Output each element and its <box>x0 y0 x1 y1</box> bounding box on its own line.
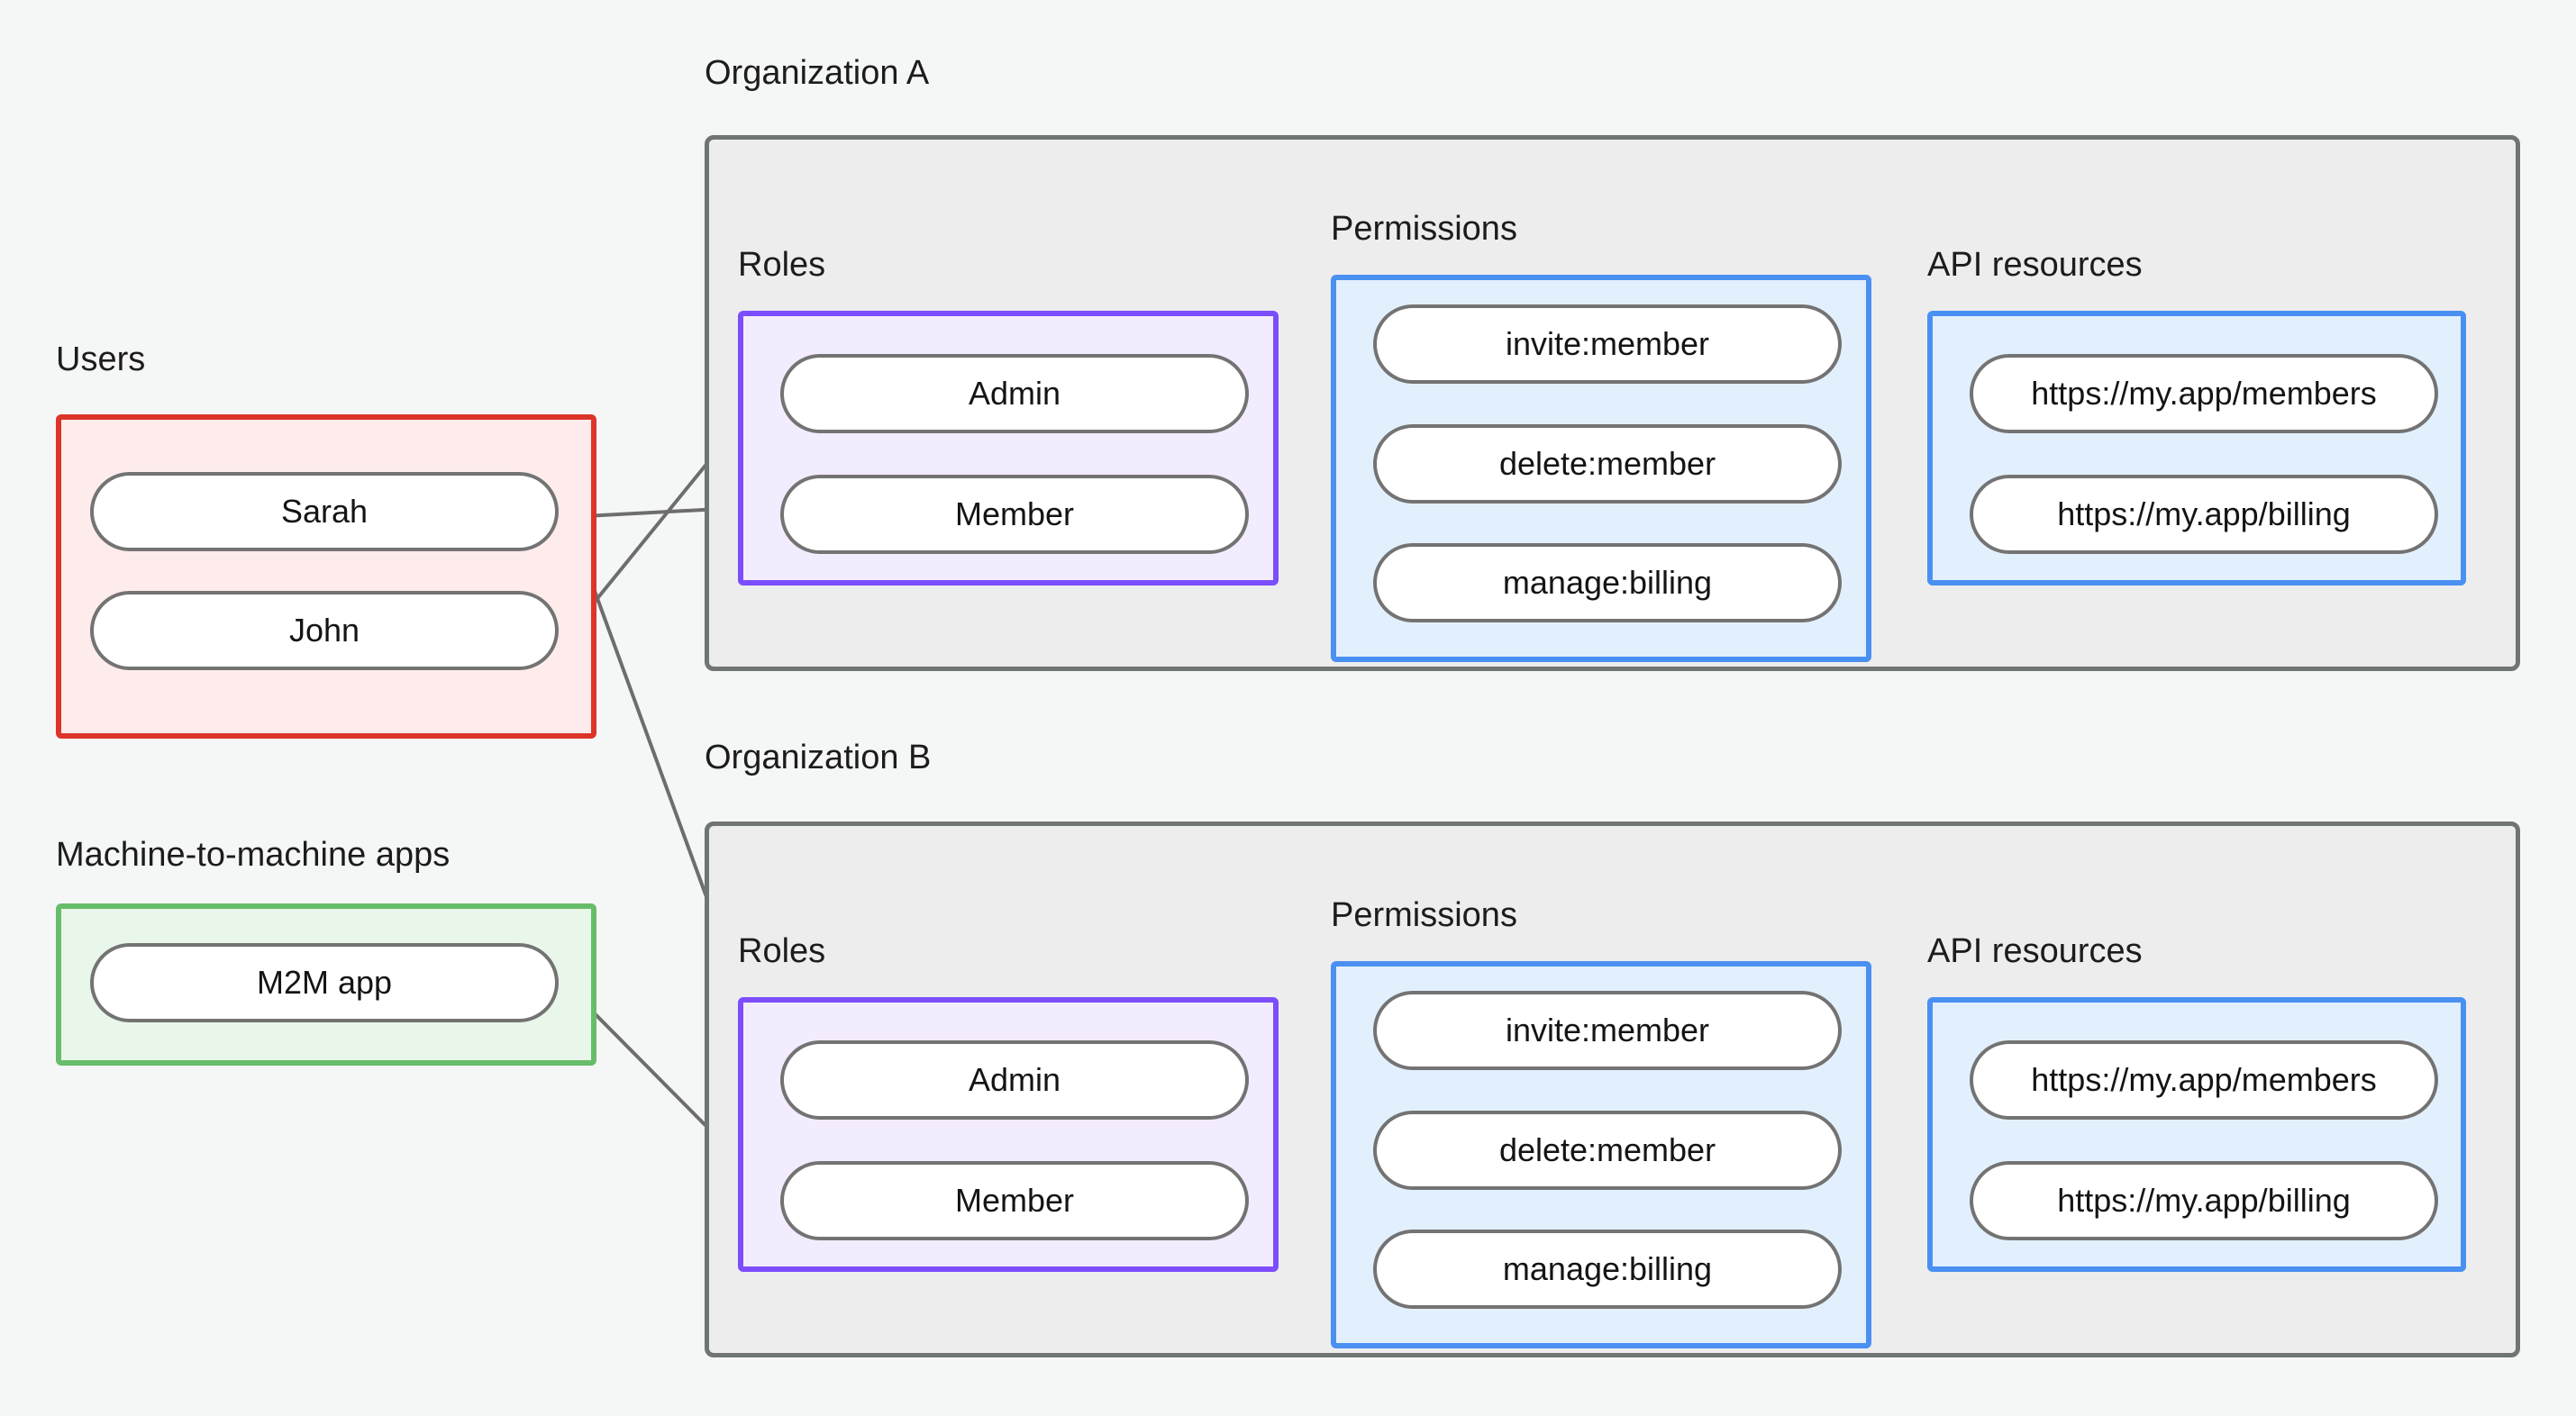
orgB-permissions-caption: Permissions <box>1331 896 1517 934</box>
users-group[interactable]: Sarah John <box>56 414 596 739</box>
orgA-api-resources-group[interactable]: https://my.app/members https://my.app/bi… <box>1927 311 2466 585</box>
orgB-roles-caption: Roles <box>738 932 826 970</box>
orgA-role-pill-admin[interactable]: Admin <box>780 354 1249 433</box>
orgA-permissions-group[interactable]: invite:member delete:member manage:billi… <box>1331 275 1871 662</box>
orgB-permission-pill-invite-member[interactable]: invite:member <box>1373 991 1842 1070</box>
orgA-api-resources-caption: API resources <box>1927 246 2143 284</box>
m2m-pill-app[interactable]: M2M app <box>90 943 559 1022</box>
m2m-caption: Machine-to-machine apps <box>56 836 451 874</box>
user-pill-john[interactable]: John <box>90 591 559 670</box>
orgA-roles-group[interactable]: Admin Member <box>738 311 1279 585</box>
orgB-api-pill-members[interactable]: https://my.app/members <box>1970 1040 2438 1120</box>
users-caption: Users <box>56 340 146 378</box>
orgB-permission-pill-delete-member[interactable]: delete:member <box>1373 1111 1842 1190</box>
orgA-permission-pill-manage-billing[interactable]: manage:billing <box>1373 543 1842 622</box>
orgA-role-pill-member[interactable]: Member <box>780 475 1249 554</box>
organization-b-group[interactable]: Roles Admin Member Permissions invite:me… <box>705 821 2520 1357</box>
orgB-permission-pill-manage-billing[interactable]: manage:billing <box>1373 1230 1842 1309</box>
organization-b-caption: Organization B <box>705 739 932 776</box>
orgB-permissions-group[interactable]: invite:member delete:member manage:billi… <box>1331 961 1871 1348</box>
organization-a-group[interactable]: Roles Admin Member Permissions invite:me… <box>705 135 2520 671</box>
organization-a-caption: Organization A <box>705 54 930 92</box>
orgA-permission-pill-invite-member[interactable]: invite:member <box>1373 304 1842 384</box>
orgA-roles-caption: Roles <box>738 246 826 284</box>
orgA-api-pill-billing[interactable]: https://my.app/billing <box>1970 475 2438 554</box>
orgB-api-resources-caption: API resources <box>1927 932 2143 970</box>
orgA-permissions-caption: Permissions <box>1331 210 1517 248</box>
orgB-roles-group[interactable]: Admin Member <box>738 997 1279 1272</box>
user-pill-sarah[interactable]: Sarah <box>90 472 559 551</box>
m2m-group[interactable]: M2M app <box>56 903 596 1066</box>
orgB-role-pill-admin[interactable]: Admin <box>780 1040 1249 1120</box>
orgB-api-pill-billing[interactable]: https://my.app/billing <box>1970 1161 2438 1240</box>
orgA-permission-pill-delete-member[interactable]: delete:member <box>1373 424 1842 504</box>
orgB-role-pill-member[interactable]: Member <box>780 1161 1249 1240</box>
orgB-api-resources-group[interactable]: https://my.app/members https://my.app/bi… <box>1927 997 2466 1272</box>
orgA-api-pill-members[interactable]: https://my.app/members <box>1970 354 2438 433</box>
